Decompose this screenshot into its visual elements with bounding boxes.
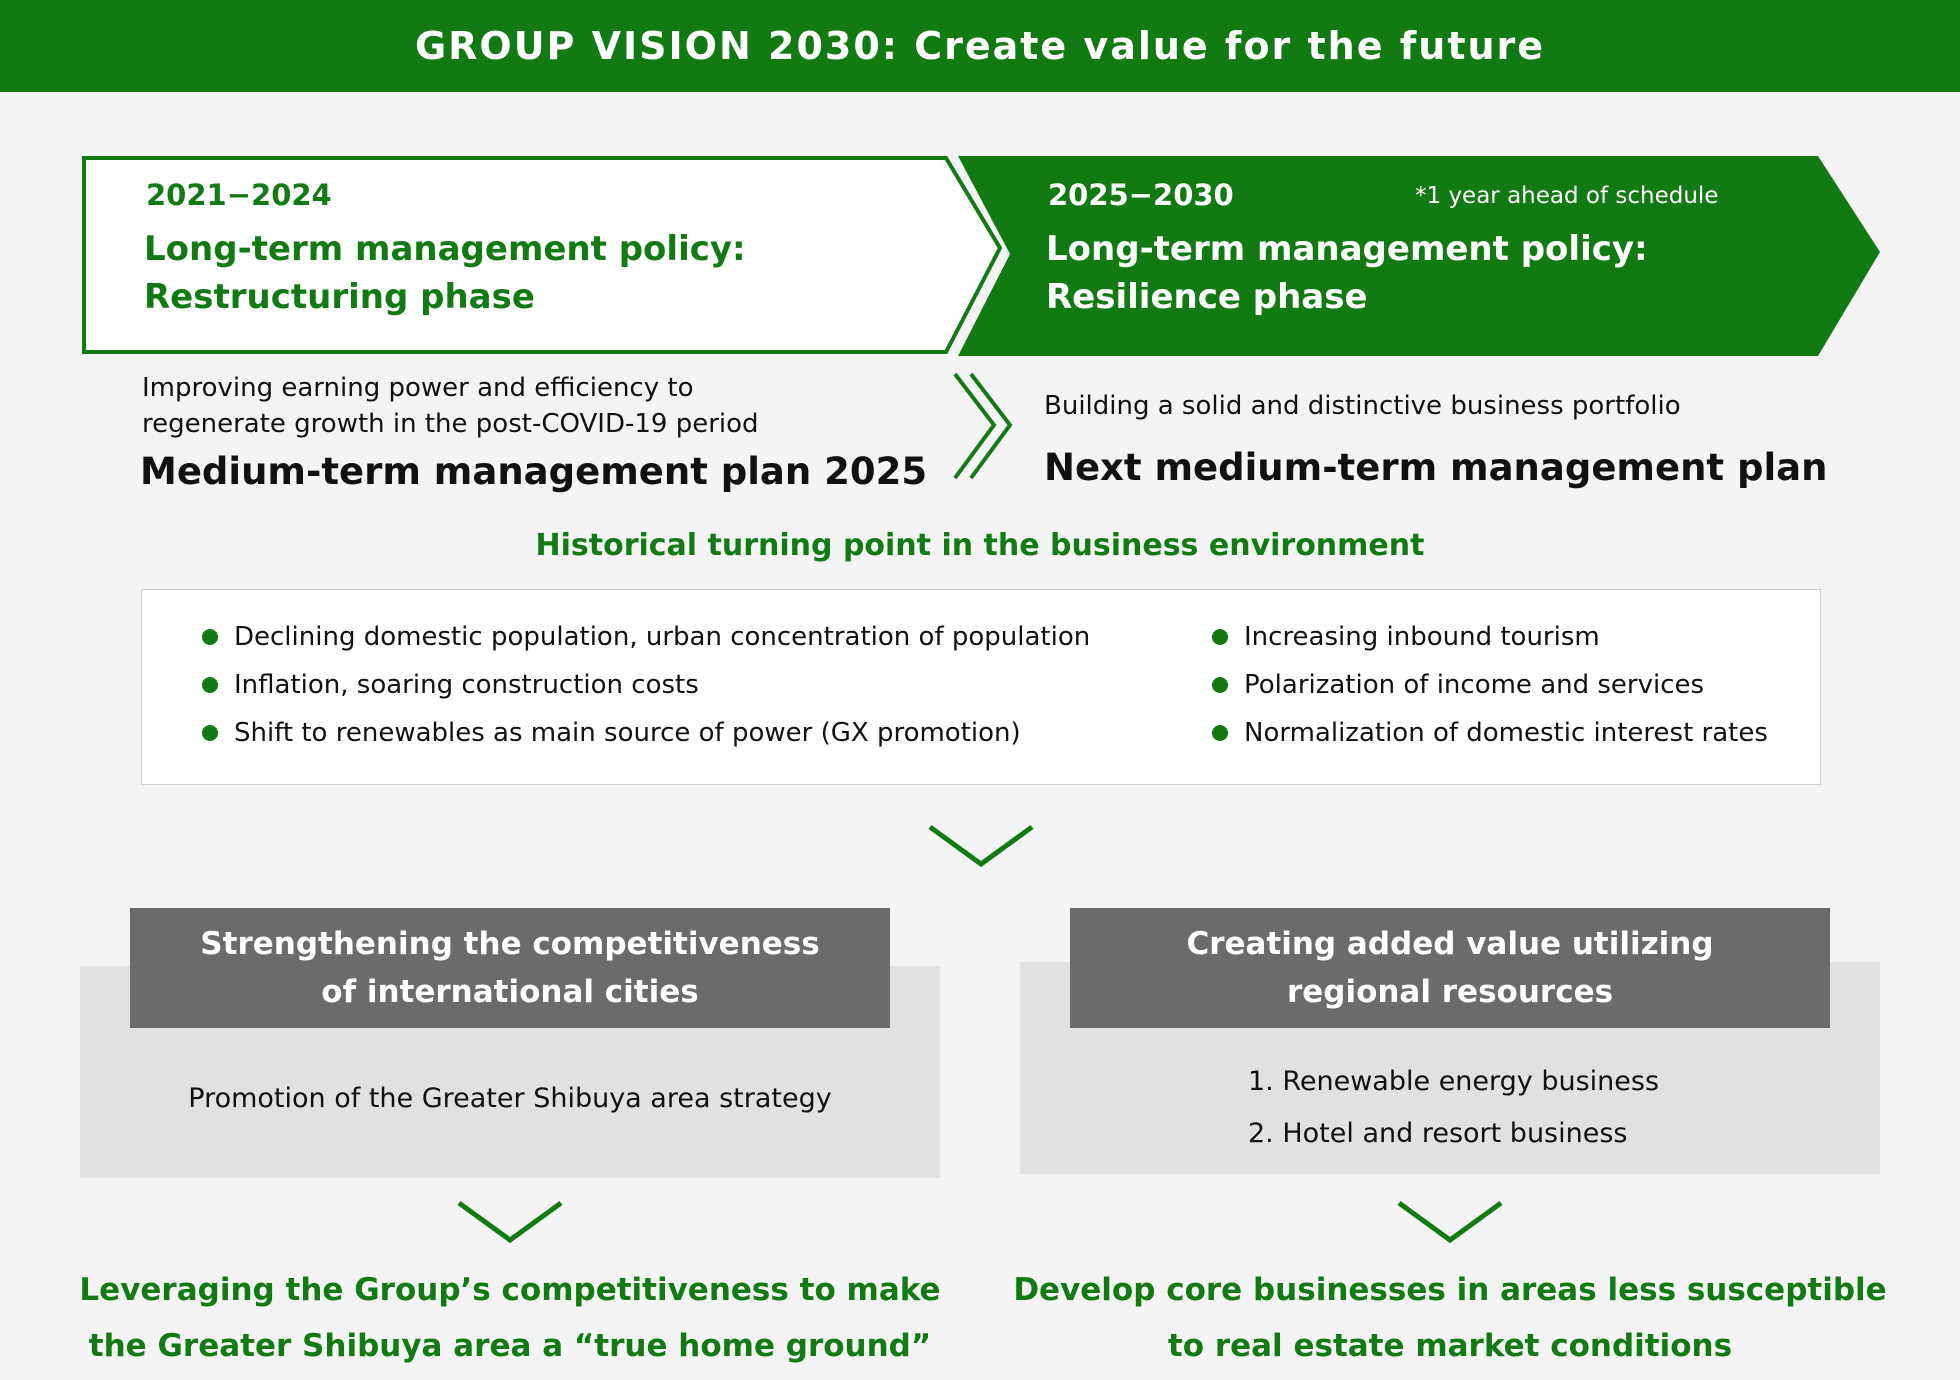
phase2-title: Long-term management policy: Resilience … <box>1046 229 1648 317</box>
phase1-title: Long-term management policy: Restructuri… <box>144 229 746 317</box>
bullet-icon <box>1212 677 1228 693</box>
phase2-plan: Next medium-term management plan <box>1044 446 1828 489</box>
page-title-bar: GROUP VISION 2030: Create value for the … <box>0 0 1960 92</box>
bullet-icon <box>202 629 218 645</box>
phase1-description: Improving earning power and efficiency t… <box>142 373 759 439</box>
left-panel-body: Promotion of the Greater Shibuya area st… <box>188 1083 832 1114</box>
phase2-arrow <box>958 156 1880 356</box>
bullet-icon <box>202 677 218 693</box>
phase2-years: 2025−2030 <box>1048 178 1234 212</box>
phase2-description: Building a solid and distinctive busines… <box>1044 391 1681 421</box>
list-item: Inflation, soaring construction costs <box>202 670 699 700</box>
chevron-down-icon <box>457 1200 563 1244</box>
right-panel-body: 1. Renewable energy business 2. Hotel an… <box>1248 1056 1659 1160</box>
chevron-down-icon <box>1397 1200 1503 1244</box>
left-panel-header: Strengthening the competitiveness of int… <box>130 908 890 1028</box>
bullet-icon <box>1212 629 1228 645</box>
list-item: 2. Hotel and resort business <box>1248 1118 1628 1149</box>
phase1-arrow <box>82 156 1003 354</box>
environment-box: Declining domestic population, urban con… <box>141 589 1821 785</box>
left-result: Leveraging the Group’s competitiveness t… <box>79 1272 941 1364</box>
phase2-note: *1 year ahead of schedule <box>1415 183 1719 209</box>
page-title: GROUP VISION 2030: Create value for the … <box>414 24 1546 68</box>
list-item: Declining domestic population, urban con… <box>202 622 1090 652</box>
list-item: Normalization of domestic interest rates <box>1212 718 1768 748</box>
list-item: Polarization of income and services <box>1212 670 1704 700</box>
right-panel-header: Creating added value utilizing regional … <box>1070 908 1830 1028</box>
chevron-down-icon <box>928 824 1034 868</box>
phase1-plan: Medium-term management plan 2025 <box>140 450 928 493</box>
list-item: Increasing inbound tourism <box>1212 622 1600 652</box>
phase-arrows <box>82 156 1880 480</box>
bullet-icon <box>202 725 218 741</box>
phase1-years: 2021−2024 <box>146 178 332 212</box>
right-result: Develop core businesses in areas less su… <box>1013 1272 1887 1364</box>
list-item: Shift to renewables as main source of po… <box>202 718 1021 748</box>
double-chevron-right-icon <box>953 372 1013 480</box>
list-item: 1. Renewable energy business <box>1248 1066 1660 1097</box>
environment-title: Historical turning point in the business… <box>535 528 1425 563</box>
bullet-icon <box>1212 725 1228 741</box>
